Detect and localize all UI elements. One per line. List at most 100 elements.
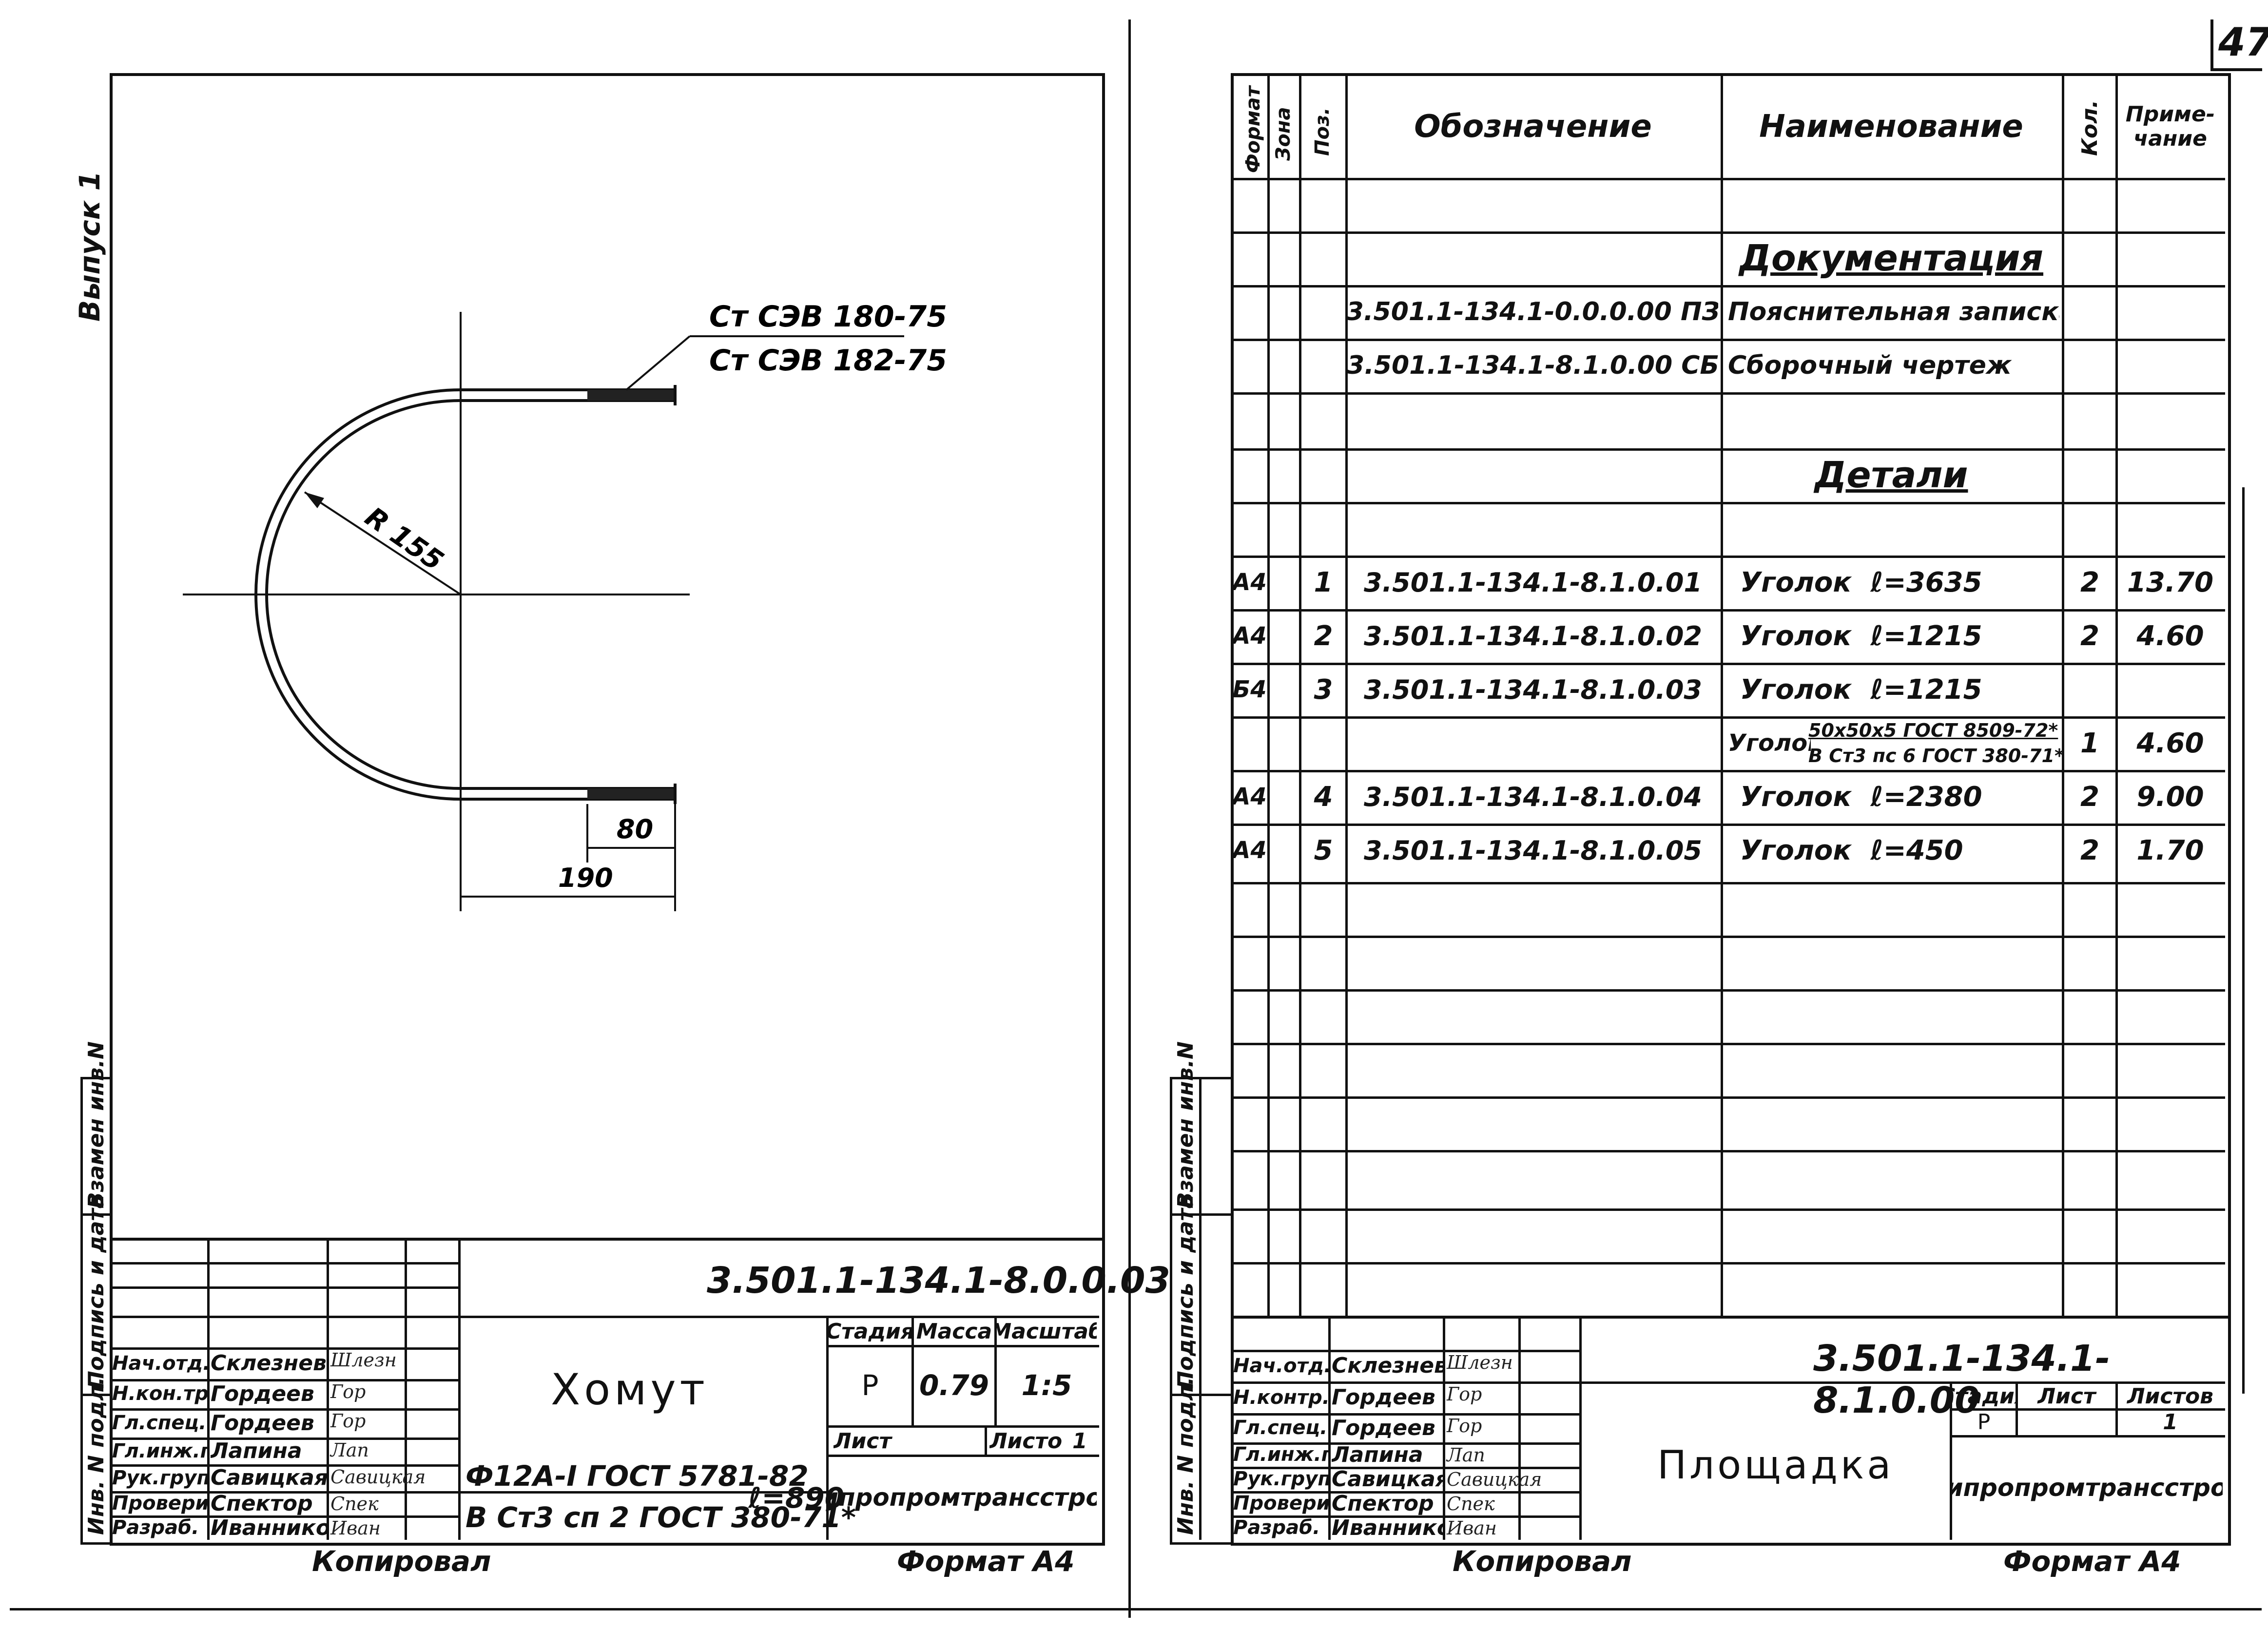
part-name: Уголок ℓ=450 xyxy=(1740,834,1963,866)
right-role-signature: Савицкая xyxy=(1447,1469,1542,1490)
left-role-title: Н.кон.тр. xyxy=(112,1382,207,1405)
doc-name: Пояснительная записка xyxy=(1728,297,2059,326)
right-role-signature: Иван xyxy=(1447,1517,1497,1539)
doc-designation: 3.501.1-134.1-8.1.0.00 СБ xyxy=(1348,351,1718,380)
right-role-signature: Спек xyxy=(1447,1493,1495,1514)
part-quantity: 2 xyxy=(2080,834,2099,866)
right-role-title: Гл.инж.пр. xyxy=(1233,1443,1328,1466)
doc-name: Сборочный чертеж xyxy=(1728,351,2012,380)
table-row-line xyxy=(1231,285,2225,287)
left-hdr-sheet: Лист xyxy=(834,1429,892,1454)
left-stage: Р xyxy=(861,1368,879,1402)
left-material-2: В Ст3 сп 2 ГОСТ 380-71* xyxy=(465,1501,856,1534)
right-role-signature: Шлезн xyxy=(1447,1352,1513,1373)
left-role-signature: Лап xyxy=(330,1439,369,1461)
left-role-signature: Гор xyxy=(330,1410,366,1432)
part-quantity: 1 xyxy=(2080,727,2099,759)
dim-80: 80 xyxy=(617,814,653,844)
left-hdr-sheets: Листов xyxy=(989,1429,1063,1454)
part-note xyxy=(2118,663,2223,716)
table-row-line xyxy=(1231,448,2225,451)
left-role-title: Гл.спец. xyxy=(112,1412,207,1434)
radius-label: R 155 xyxy=(359,501,449,577)
table-row-line xyxy=(1231,339,2225,341)
left-hdr-scale: Масштаб xyxy=(997,1319,1097,1344)
part-name-top: 50х50х5 ГОСТ 8509-72* xyxy=(1808,720,2058,741)
left-role-name: Склезнев xyxy=(211,1351,327,1376)
table-row-line xyxy=(1231,1208,2225,1211)
right-role-title: Нач.отд. xyxy=(1233,1354,1328,1377)
part-name: Уголок xyxy=(1728,729,1811,757)
part-quantity xyxy=(2064,663,2115,716)
right-hdr-sheet: Лист xyxy=(2037,1384,2096,1408)
table-row-line xyxy=(1231,824,2225,826)
part-format: А4 xyxy=(1232,622,1267,650)
right-format: Формат А4 xyxy=(2003,1545,2181,1578)
part-position xyxy=(1301,716,1345,770)
section-parts: Детали xyxy=(1814,454,1968,496)
left-title-block xyxy=(110,1238,1105,1546)
right-title: Площадка xyxy=(1657,1442,1894,1488)
left-side-label: Выпуск 1 xyxy=(73,171,106,322)
left-role-name: Савицкая xyxy=(211,1465,327,1490)
bottom-rule xyxy=(10,1608,2262,1610)
left-role-title: Нач.отд. xyxy=(112,1352,207,1375)
right-hdr-sheets: Листов xyxy=(2127,1384,2214,1408)
table-row-line xyxy=(1231,392,2225,395)
doc-designation: 3.501.1-134.1-0.0.0.00 ПЗ xyxy=(1348,297,1718,326)
right-sheets-value: 1 xyxy=(2163,1410,2178,1434)
table-row-line xyxy=(1231,1043,2225,1045)
part-designation: 3.501.1-134.1-8.1.0.01 xyxy=(1364,567,1702,598)
left-role-name: Спектор xyxy=(211,1491,313,1515)
part-format xyxy=(1232,716,1267,770)
left-stamp-signature: Подпись и дата xyxy=(84,1194,109,1389)
part-name-bottom: В Ст3 пс 6 ГОСТ 380-71* xyxy=(1808,745,2062,767)
right-role-signature: Гор xyxy=(1447,1383,1482,1405)
part-position: 4 xyxy=(1314,781,1333,813)
right-stage: Р xyxy=(1977,1410,1991,1434)
left-role-signature: Спек xyxy=(330,1493,379,1514)
part-format: А4 xyxy=(1232,569,1267,596)
right-role-name: Гордеев xyxy=(1332,1415,1435,1440)
sheet-divider xyxy=(1128,19,1131,1618)
part-position: 5 xyxy=(1314,834,1333,866)
right-stamp-replace: Взамен инв.N xyxy=(1173,1041,1198,1208)
table-row-line xyxy=(1231,1096,2225,1099)
part-position: 2 xyxy=(1314,620,1333,652)
right-role-title: Н.контр. xyxy=(1233,1386,1328,1409)
right-role-signature: Гор xyxy=(1447,1415,1482,1437)
right-role-signature: Лап xyxy=(1447,1444,1485,1466)
part-designation: 3.501.1-134.1-8.1.0.02 xyxy=(1364,620,1702,652)
rod-inner xyxy=(265,399,675,790)
part-name: Уголок ℓ=2380 xyxy=(1740,781,1982,813)
right-hdr-stage: Стадия xyxy=(1952,1384,2016,1408)
right-role-title: Проверил xyxy=(1233,1492,1328,1514)
table-row-line xyxy=(1231,716,2225,719)
table-row-line xyxy=(1231,1262,2225,1265)
part-quantity: 2 xyxy=(2080,620,2099,652)
col-designation: Обозначение xyxy=(1414,109,1652,145)
part-note: 9.00 xyxy=(2136,781,2204,813)
leader-line xyxy=(625,335,691,391)
left-role-name: Лапина xyxy=(211,1438,302,1463)
table-row-line xyxy=(1231,609,2225,612)
col-format: Формат xyxy=(1242,86,1264,173)
left-sheets-value: 1 xyxy=(1072,1429,1087,1454)
right-role-title: Рук.груп. xyxy=(1233,1468,1328,1490)
radius-line xyxy=(304,491,462,595)
table-row-line xyxy=(1231,231,2225,234)
left-role-signature: Иван xyxy=(330,1517,381,1539)
part-note: 1.70 xyxy=(2136,834,2204,866)
left-role-title: Гл.инж.пр. xyxy=(112,1439,207,1462)
table-row-line xyxy=(1231,882,2225,884)
table-row-line xyxy=(1231,502,2225,504)
table-row-line xyxy=(1231,1150,2225,1152)
left-role-title: Разраб. xyxy=(112,1516,199,1539)
right-copied: Копировал xyxy=(1453,1545,1632,1578)
left-role-title: Проверил xyxy=(112,1492,207,1514)
left-role-name: Гордеев xyxy=(211,1381,314,1406)
thread-bottom xyxy=(587,788,675,799)
col-zone: Зона xyxy=(1272,107,1295,161)
left-format: Формат А4 xyxy=(897,1545,1075,1578)
right-role-name: Иванникова xyxy=(1332,1515,1443,1540)
